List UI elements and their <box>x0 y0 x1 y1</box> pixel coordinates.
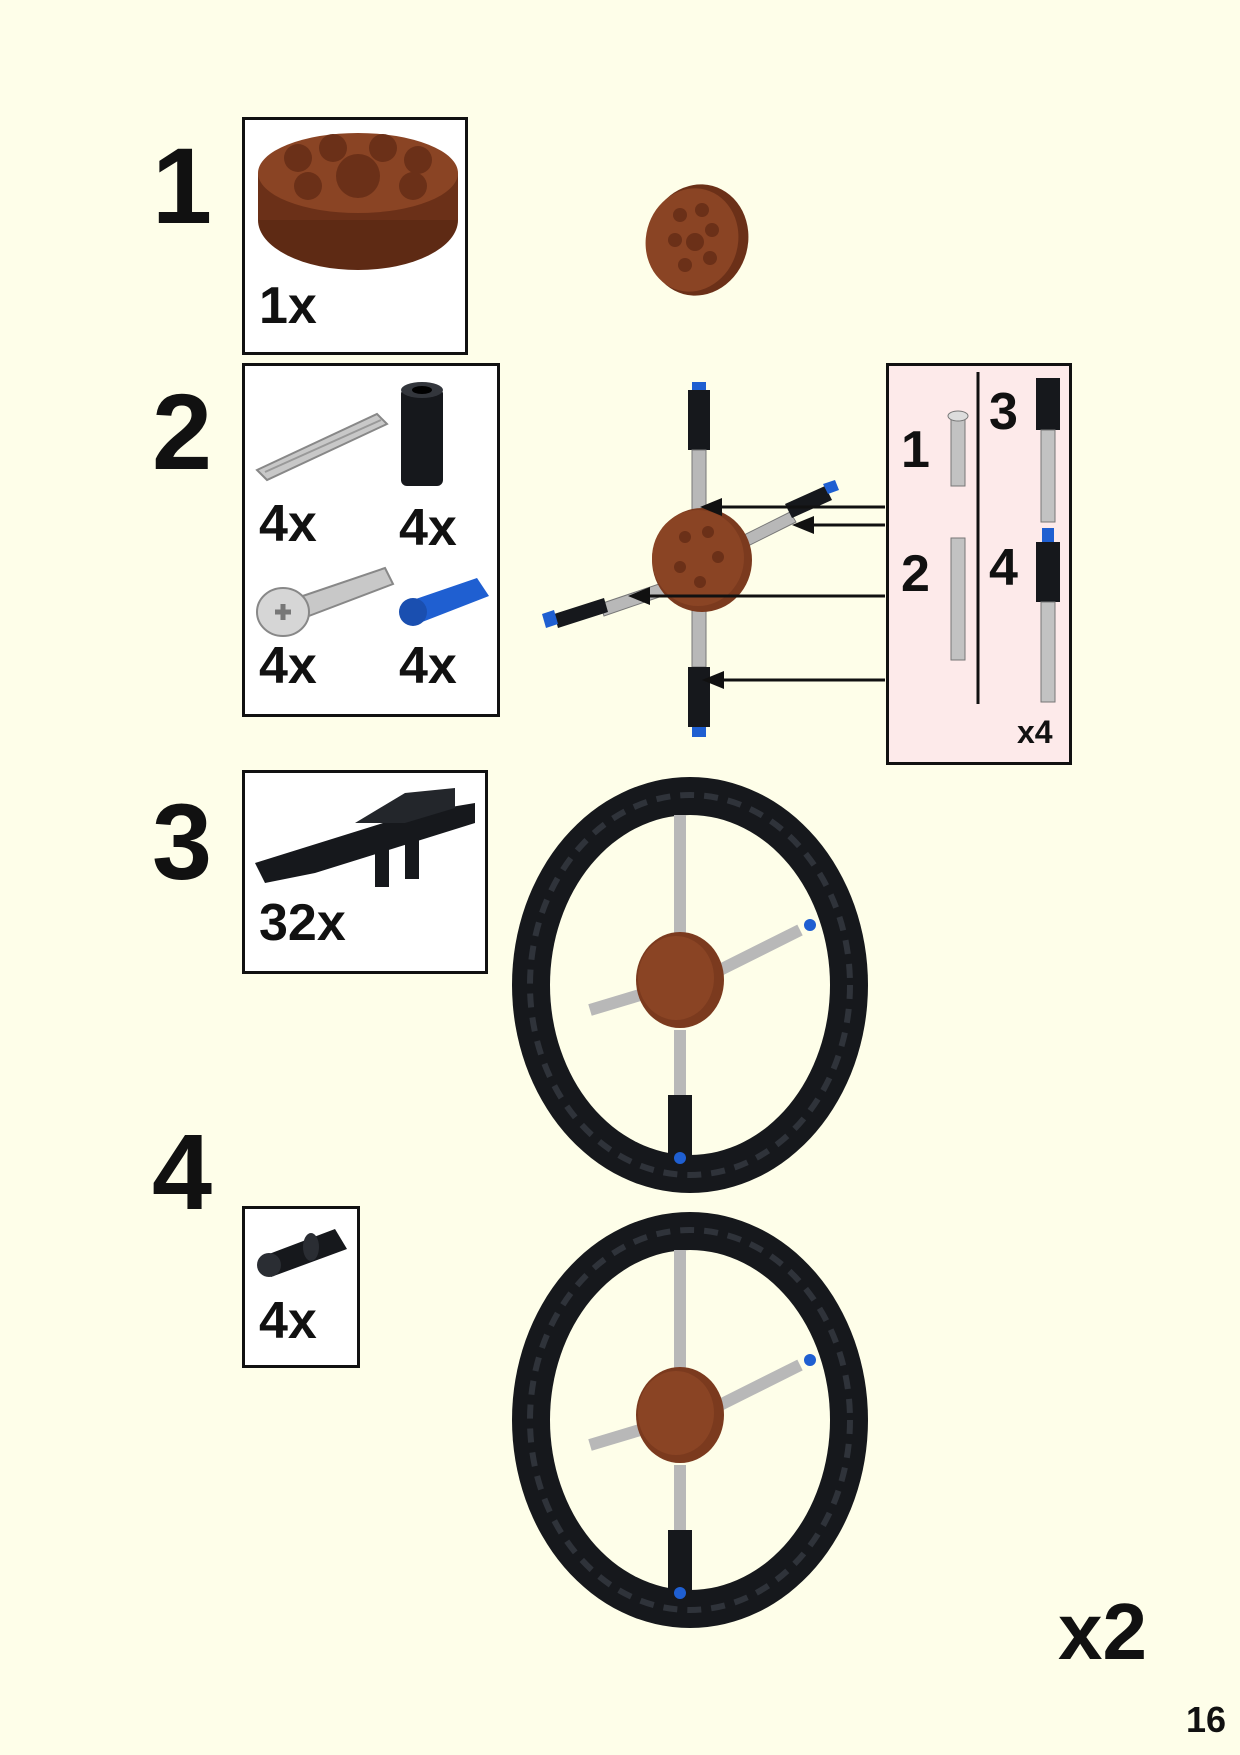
callout-substep-1-part <box>947 410 969 487</box>
qty-label: 4x <box>259 1292 317 1350</box>
parts-list-step-3: 32x <box>242 770 488 974</box>
step-number-1: 1 <box>152 125 213 246</box>
gray-axle-pin-icon <box>256 566 395 637</box>
step-2-model-hub-spokes <box>542 382 885 737</box>
black-pin-connector-icon <box>401 382 443 486</box>
substep-number-3: 3 <box>989 383 1018 441</box>
parts-list-step-2: 4x 4x 4x 4x <box>242 363 500 717</box>
callout-substep-3-part <box>1036 378 1060 523</box>
parts-list-step-4: 4x <box>242 1206 360 1368</box>
step-4-model-wheel <box>512 1212 868 1628</box>
parts-list-step-1: 1x <box>242 117 468 355</box>
black-tread-link-icon <box>255 788 475 887</box>
page-number: 16 <box>1186 1699 1227 1740</box>
qty-label: 4x <box>399 499 457 557</box>
step-1-model-round-brick <box>645 184 749 296</box>
gray-axle-icon <box>255 412 389 482</box>
sub-assembly-callout: 1 2 3 4 x4 <box>886 363 1072 765</box>
substep-number-2: 2 <box>901 545 930 603</box>
qty-label: 32x <box>259 894 346 952</box>
qty-label: 4x <box>399 637 457 695</box>
qty-label: 4x <box>259 637 317 695</box>
qty-label: 1x <box>259 277 317 335</box>
callout-substep-4-part <box>1036 528 1060 703</box>
callout-substep-2-part <box>950 537 966 661</box>
brown-round-brick-icon <box>258 133 458 270</box>
black-pin-icon <box>257 1229 347 1277</box>
substep-number-1: 1 <box>901 421 930 479</box>
build-multiplier: x2 <box>1058 1587 1147 1676</box>
step-number-3: 3 <box>152 781 213 902</box>
step-3-model-wheel <box>512 777 868 1193</box>
substep-number-4: 4 <box>989 539 1018 597</box>
qty-label: 4x <box>259 495 317 553</box>
callout-multiplier: x4 <box>1017 714 1053 750</box>
step-number-2: 2 <box>152 371 213 492</box>
blue-pin-icon <box>399 578 489 626</box>
step-number-4: 4 <box>152 1111 213 1232</box>
callout-divider <box>976 372 980 704</box>
